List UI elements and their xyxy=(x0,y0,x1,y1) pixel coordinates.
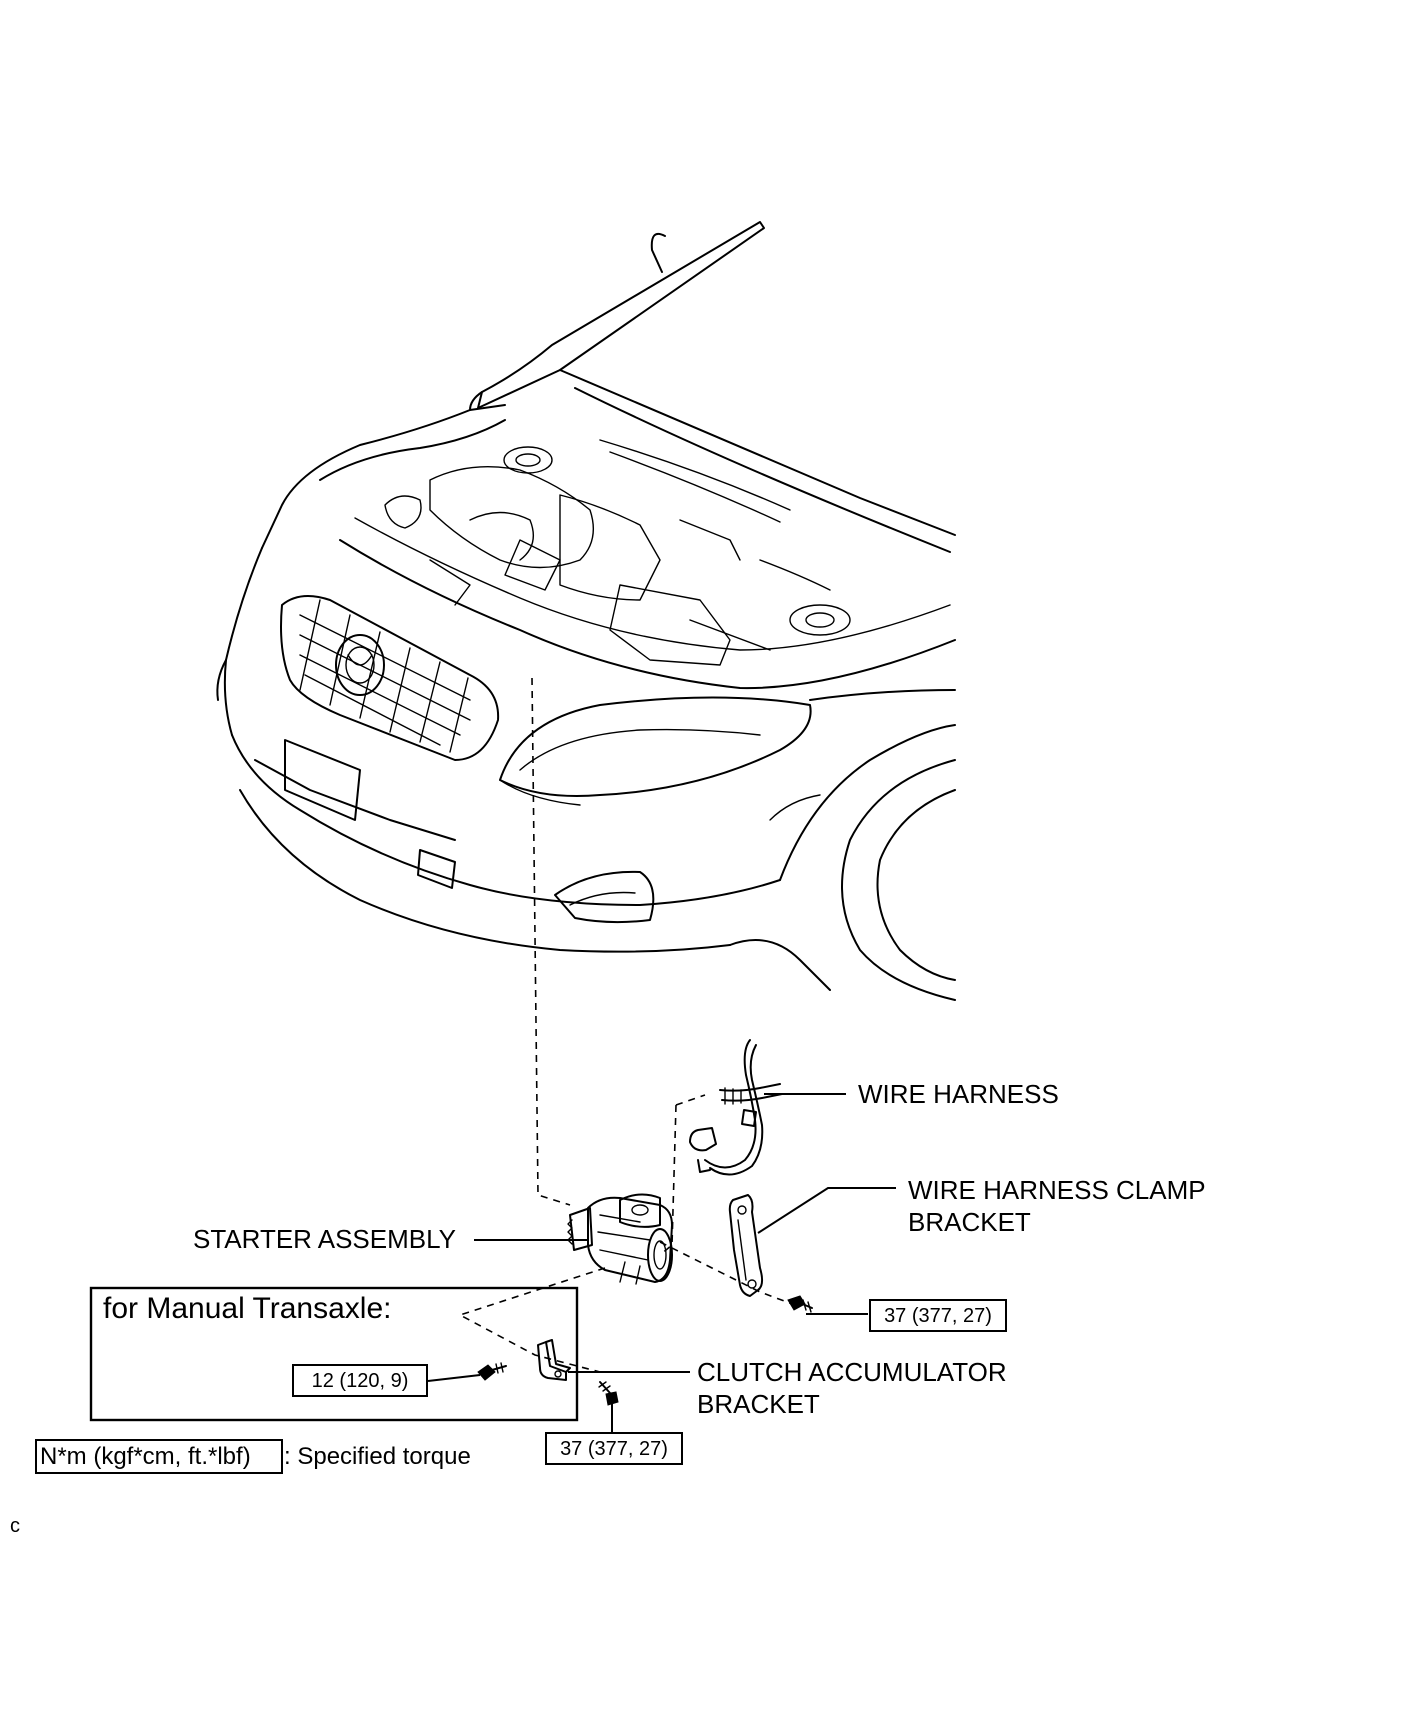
torque-value-clamp-bolt: 37 (377, 27) xyxy=(884,1305,992,1327)
legend-unit-text: N*m (kgf*cm, ft.*lbf) xyxy=(40,1443,251,1470)
clutch-bracket-label-line2: BRACKET xyxy=(697,1389,820,1419)
figure-code: c xyxy=(10,1515,20,1537)
wire-harness-clamp-bracket-part xyxy=(728,1194,764,1297)
clutch-bracket-bolt-large xyxy=(598,1381,619,1406)
clutch-bracket-label-line1: CLUTCH ACCUMULATOR xyxy=(697,1357,1007,1387)
wire-harness-label: WIRE HARNESS xyxy=(858,1079,1059,1109)
clamp-bracket-label-line1: WIRE HARNESS CLAMP xyxy=(908,1175,1206,1205)
legend-description-text: : Specified torque xyxy=(284,1443,471,1470)
manual-transaxle-label: for Manual Transaxle: xyxy=(103,1292,391,1325)
clutch-bracket-bolt-small xyxy=(477,1362,507,1381)
torque-legend: N*m (kgf*cm, ft.*lbf) : Specified torque xyxy=(35,1439,471,1474)
wire-harness-part xyxy=(689,1039,783,1176)
dashed-alignment-lines xyxy=(457,677,796,1373)
torque-box-clutch-bolt-large: 37 (377, 27) xyxy=(545,1432,683,1465)
torque-box-clutch-bolt-small: 12 (120, 9) xyxy=(292,1364,428,1397)
starter-assembly-part xyxy=(567,1193,673,1285)
torque-value-clutch-bolt-large: 37 (377, 27) xyxy=(560,1438,668,1460)
vehicle-front-illustration xyxy=(216,221,956,1001)
torque-box-clamp-bolt: 37 (377, 27) xyxy=(869,1299,1007,1332)
clamp-bracket-bolt xyxy=(787,1295,813,1313)
starter-assembly-label: STARTER ASSEMBLY xyxy=(193,1224,456,1254)
leader-lines xyxy=(427,1093,896,1432)
torque-value-clutch-bolt-small: 12 (120, 9) xyxy=(312,1370,409,1392)
manual-transaxle-inset-box xyxy=(89,1286,579,1422)
clamp-bracket-label-line2: BRACKET xyxy=(908,1207,1031,1237)
clutch-accumulator-bracket-part xyxy=(537,1339,571,1381)
